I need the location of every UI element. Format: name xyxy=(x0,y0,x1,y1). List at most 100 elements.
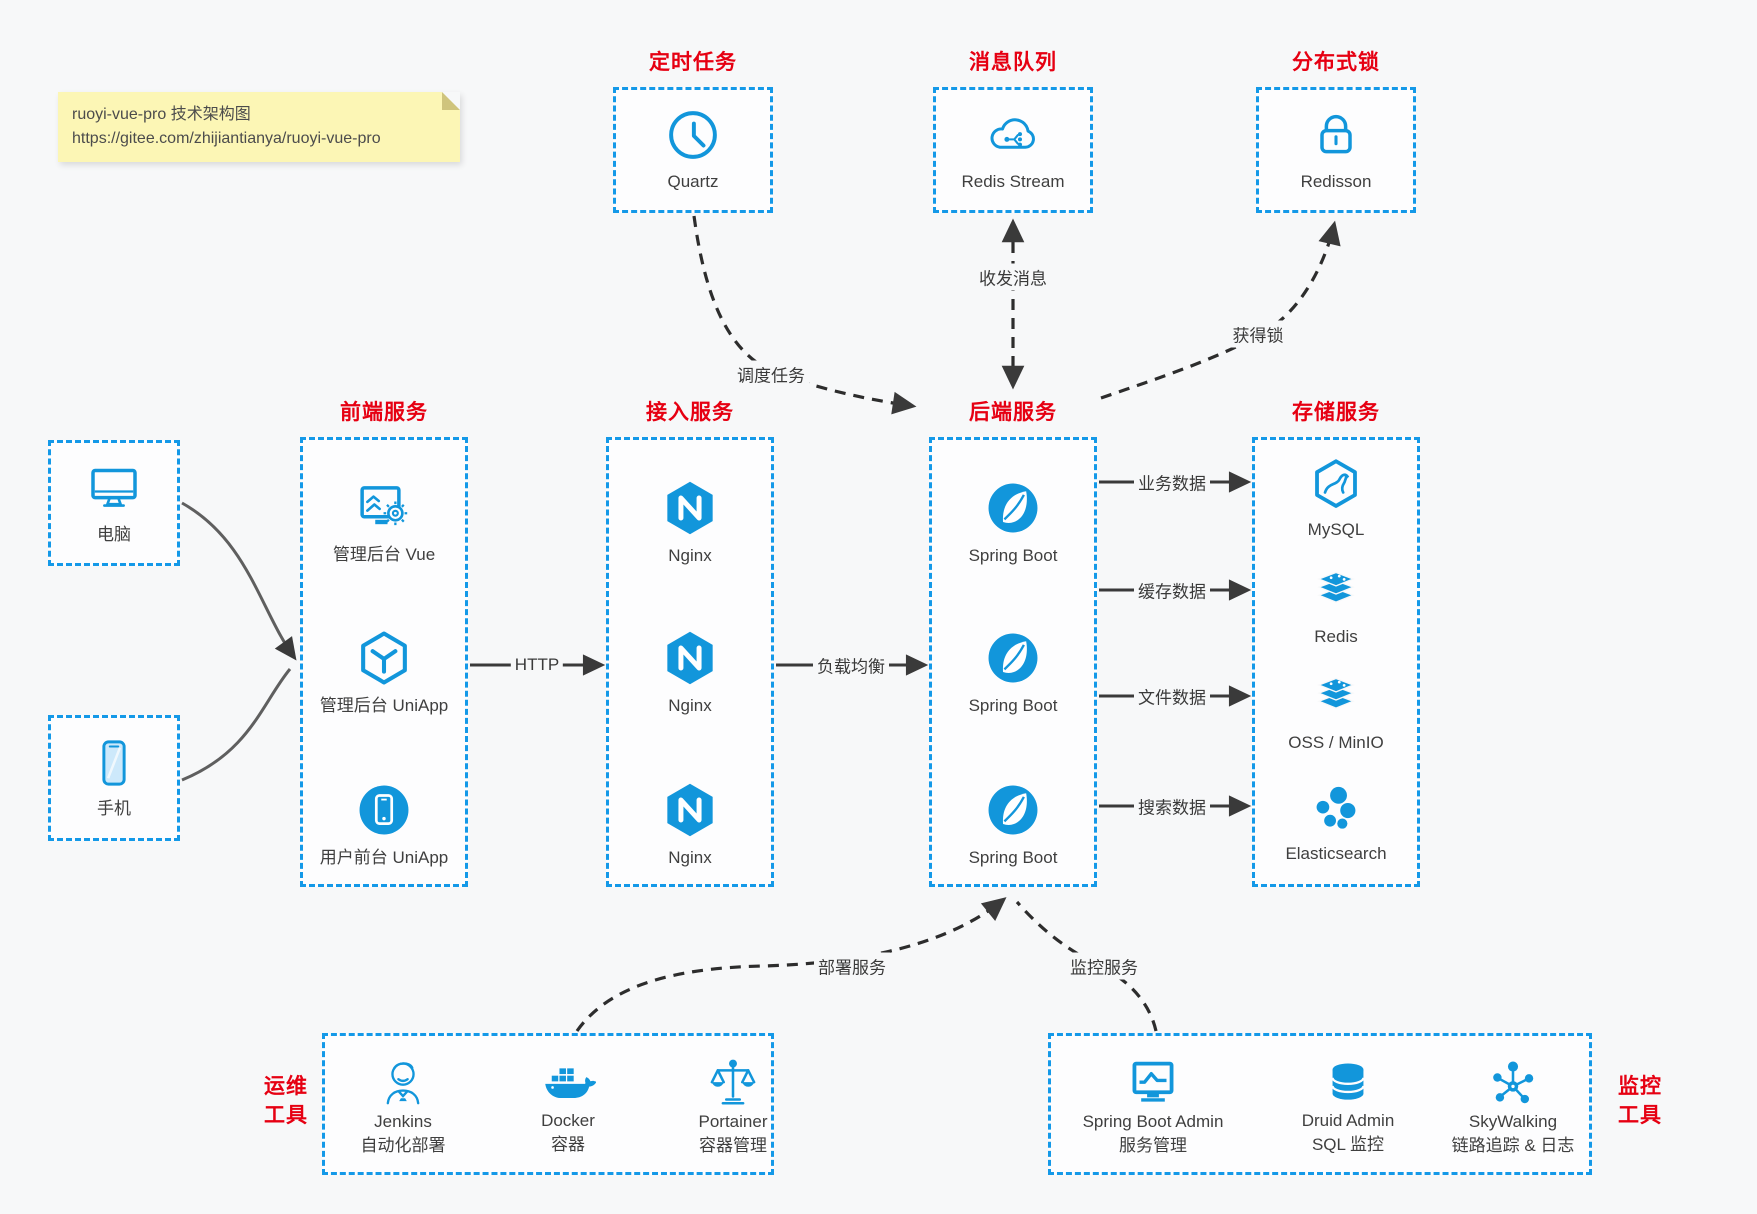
group-title-scheduled-task: 定时任务 xyxy=(649,51,737,74)
node-label: Redis xyxy=(1314,627,1358,646)
solid-arrows xyxy=(470,471,1252,817)
node-label: Nginx xyxy=(668,546,712,565)
clock-icon xyxy=(665,107,721,163)
node-label: Spring Boot xyxy=(968,546,1058,565)
skywalking-icon xyxy=(1486,1056,1540,1110)
spring-boot-icon xyxy=(984,629,1042,687)
redis-stack-icon xyxy=(1308,566,1364,618)
monitor-tools-label: 监控 工具 xyxy=(1604,1072,1676,1130)
node-jenkins: Jenkins 自动化部署 xyxy=(328,1044,478,1170)
node-redis-stream: Redis Stream xyxy=(933,87,1093,213)
node-nginx-3: Nginx xyxy=(609,770,771,880)
note-url: https://gitee.com/zhijiantianya/ruoyi-vu… xyxy=(72,130,381,147)
group-title-frontend-services: 前端服务 xyxy=(340,401,428,424)
node-redisson: Redisson xyxy=(1256,87,1416,213)
node-label: MySQL xyxy=(1307,520,1365,539)
lock-icon xyxy=(1308,107,1364,163)
group-storage-services: MySQL Redis OSS / MinIO Elasticsearch xyxy=(1252,437,1420,887)
node-nginx-2: Nginx xyxy=(609,618,771,728)
group-backend-services: Spring Boot Spring Boot Spring Boot xyxy=(929,437,1097,887)
edge-label-lock: 获得锁 xyxy=(1228,320,1288,348)
druid-icon xyxy=(1322,1057,1374,1109)
node-spring-boot-admin: Spring Boot Admin 服务管理 xyxy=(1063,1044,1243,1170)
node-label: Nginx xyxy=(668,696,712,715)
node-label: Elasticsearch xyxy=(1285,844,1387,863)
group-title-distributed-lock: 分布式锁 xyxy=(1292,51,1380,74)
group-title-gateway-services: 接入服务 xyxy=(646,401,734,424)
edge-label-cache-data: 缓存数据 xyxy=(1134,576,1210,604)
node-label: 管理后台 UniApp xyxy=(319,696,449,715)
node-redis: Redis xyxy=(1255,559,1417,655)
node-oss-minio: OSS / MinIO xyxy=(1255,665,1417,761)
group-gateway-services: Nginx Nginx Nginx xyxy=(606,437,774,887)
edge-label-http: HTTP xyxy=(510,654,564,676)
node-label: Jenkins xyxy=(374,1112,432,1131)
node-sublabel: 链路追踪 & 日志 xyxy=(1451,1136,1575,1155)
node-sublabel: 容器管理 xyxy=(699,1136,767,1155)
edge-label-file-data: 文件数据 xyxy=(1134,682,1210,710)
node-label: Redisson xyxy=(1300,172,1372,191)
node-elasticsearch: Elasticsearch xyxy=(1255,775,1417,871)
spring-boot-icon xyxy=(984,479,1042,537)
node-admin-uniapp: 管理后台 UniApp xyxy=(303,618,465,728)
node-spring-boot-1: Spring Boot xyxy=(932,468,1094,578)
group-title-storage-services: 存储服务 xyxy=(1292,401,1380,424)
sticky-note: ruoyi-vue-pro 技术架构图 https://gitee.com/zh… xyxy=(58,92,460,162)
node-spring-boot-3: Spring Boot xyxy=(932,770,1094,880)
note-title: ruoyi-vue-pro 技术架构图 xyxy=(72,106,251,123)
node-label: 手机 xyxy=(97,799,131,818)
node-portainer: Portainer 容器管理 xyxy=(658,1044,808,1170)
node-label: Spring Boot Admin xyxy=(1082,1112,1224,1131)
node-label: Spring Boot xyxy=(968,696,1058,715)
node-label: 管理后台 Vue xyxy=(332,545,436,564)
desktop-icon xyxy=(86,460,142,516)
oss-stack-icon xyxy=(1308,672,1364,724)
ops-tools-label-line2: 工具 xyxy=(264,1104,308,1127)
edge-label-deploy: 部署服务 xyxy=(814,952,890,980)
edge-label-search-data: 搜索数据 xyxy=(1134,792,1210,820)
node-label: Nginx xyxy=(668,848,712,867)
uniapp-user-icon xyxy=(355,781,413,839)
monitor-tools-label-line1: 监控 xyxy=(1618,1075,1662,1098)
node-sublabel: 服务管理 xyxy=(1119,1136,1187,1155)
spring-boot-admin-icon xyxy=(1125,1056,1181,1110)
node-mysql: MySQL xyxy=(1255,451,1417,547)
node-desktop-client: 电脑 xyxy=(48,440,180,566)
node-skywalking: SkyWalking 链路追踪 & 日志 xyxy=(1423,1044,1603,1170)
node-druid-admin: Druid Admin SQL 监控 xyxy=(1258,1044,1438,1170)
group-frontend-services: 管理后台 Vue 管理后台 UniApp 用户前台 UniApp xyxy=(300,437,468,887)
ops-tools-label: 运维 工具 xyxy=(250,1072,322,1130)
spring-boot-icon xyxy=(984,781,1042,839)
node-label: Docker xyxy=(541,1111,595,1130)
node-mobile-client: 手机 xyxy=(48,715,180,841)
node-label: OSS / MinIO xyxy=(1288,733,1384,752)
mysql-icon xyxy=(1309,457,1363,511)
node-label: Spring Boot xyxy=(968,848,1058,867)
edge-label-load-balance: 负载均衡 xyxy=(813,651,889,679)
node-label: Redis Stream xyxy=(961,172,1065,191)
node-label: SkyWalking xyxy=(1468,1112,1558,1131)
node-label: Portainer xyxy=(698,1112,768,1131)
node-label: Druid Admin xyxy=(1301,1111,1395,1130)
group-title-message-queue: 消息队列 xyxy=(969,51,1057,74)
node-docker: Docker 容器 xyxy=(493,1044,643,1170)
client-to-frontend-curves xyxy=(181,501,297,782)
mq-cloud-icon xyxy=(985,107,1041,163)
nginx-icon xyxy=(661,781,719,839)
nginx-icon xyxy=(661,629,719,687)
node-sublabel: 容器 xyxy=(551,1135,585,1154)
jenkins-icon xyxy=(376,1056,430,1110)
portainer-icon xyxy=(706,1056,760,1110)
uniapp-cube-icon xyxy=(355,629,413,687)
edge-label-message: 收发消息 xyxy=(975,263,1051,291)
group-monitor-tools: Spring Boot Admin 服务管理 Druid Admin SQL 监… xyxy=(1048,1033,1592,1175)
docker-icon xyxy=(540,1057,596,1109)
edge-label-monitor: 监控服务 xyxy=(1066,952,1142,980)
node-label: Quartz xyxy=(667,172,719,191)
node-admin-vue: 管理后台 Vue xyxy=(303,468,465,578)
edge-label-schedule: 调度任务 xyxy=(733,360,809,388)
note-fold-corner xyxy=(442,92,460,110)
group-title-backend-services: 后端服务 xyxy=(969,401,1057,424)
node-sublabel: 自动化部署 xyxy=(360,1136,446,1155)
